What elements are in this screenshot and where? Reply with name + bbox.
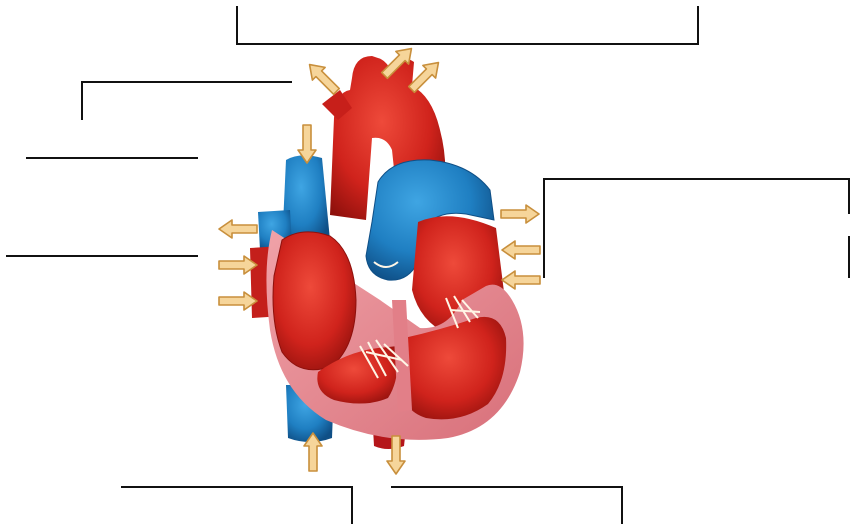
flow-arrow-icon [502,241,540,259]
leader-line-right [544,179,849,278]
flow-arrow-icon [219,292,257,310]
leader-line-bottom-left [121,487,352,524]
leader-line-top [237,6,698,44]
flow-arrow-icon [501,205,539,223]
leader-line-upper-left [82,82,292,120]
heart-illustration [250,56,524,449]
flow-arrow-icon [502,271,540,289]
flow-arrow-icon [303,58,343,98]
leader-line-bottom-right [391,487,622,524]
right-atrium [273,232,356,370]
flow-arrow-icon [219,220,257,238]
